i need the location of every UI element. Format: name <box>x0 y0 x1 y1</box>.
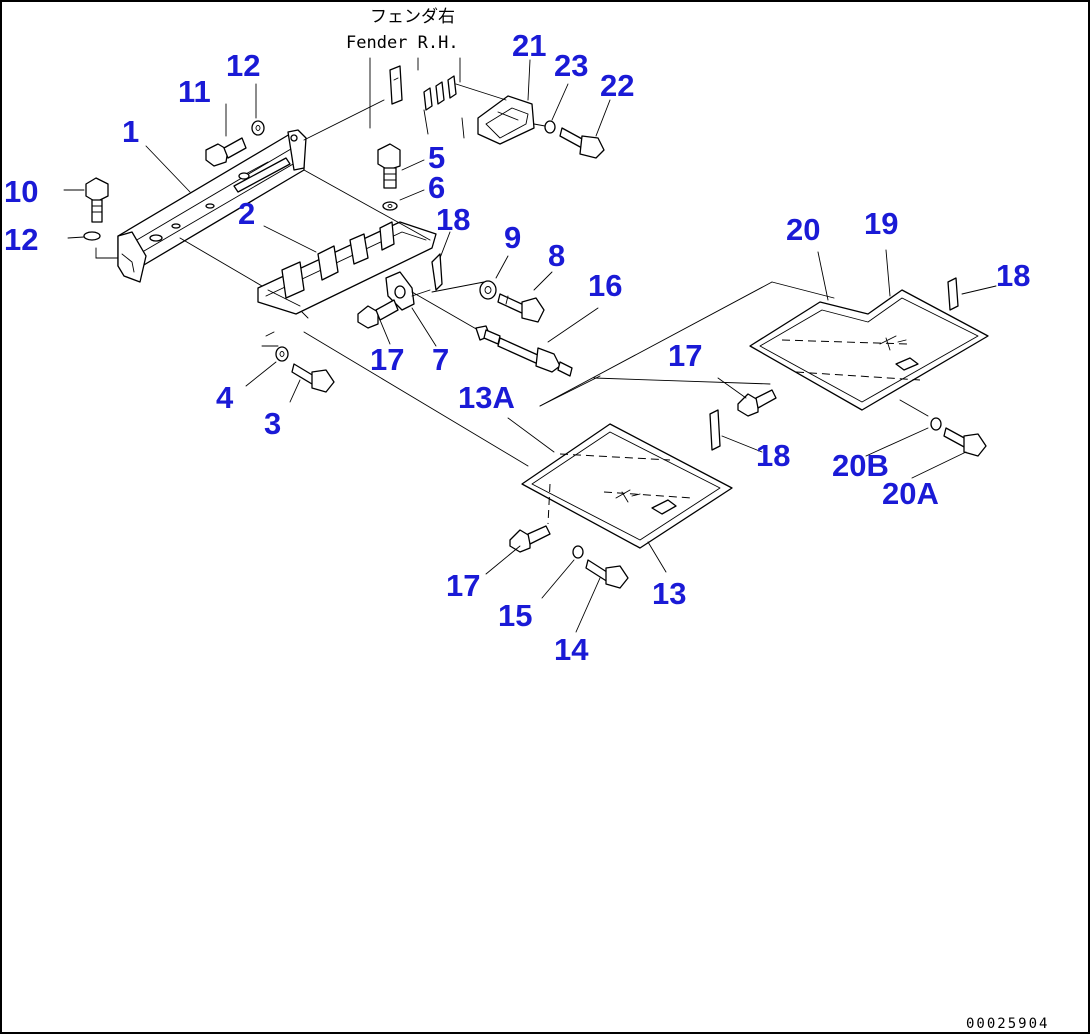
note-japanese: フェンダ右 <box>370 7 455 27</box>
washer-4 <box>261 331 289 362</box>
callout-3: 3 <box>264 406 281 441</box>
callout-6: 6 <box>428 170 445 205</box>
drawing-code: 00025904 <box>966 1016 1049 1032</box>
callout-4: 4 <box>216 380 234 415</box>
callout-2: 2 <box>238 196 255 231</box>
spring-clip-18-top <box>431 253 443 291</box>
callout-9: 9 <box>504 220 521 255</box>
cover-plate-13 <box>303 331 733 549</box>
callout-1: 1 <box>122 114 139 149</box>
bolt-11 <box>205 137 247 167</box>
callout-17-lower: 17 <box>446 568 480 603</box>
callout-21: 21 <box>512 28 546 63</box>
callouts: 1 2 3 4 5 6 7 8 9 10 11 12 12 13 13A 14 … <box>4 28 1030 667</box>
callout-20A: 20A <box>882 476 939 511</box>
washer-9 <box>479 280 497 300</box>
callout-13: 13 <box>652 576 686 611</box>
callout-18-right: 18 <box>996 258 1030 293</box>
bracket-plate-2 <box>179 169 437 319</box>
callout-18-middle: 18 <box>756 438 790 473</box>
leader-lines <box>63 59 997 633</box>
callout-22: 22 <box>600 68 634 103</box>
callout-8: 8 <box>548 238 565 273</box>
cover-plate-19 <box>539 281 989 411</box>
callout-10: 10 <box>4 174 38 209</box>
bolt-3 <box>291 363 335 393</box>
bolt-10 <box>85 177 109 223</box>
callout-12-top: 12 <box>226 48 260 83</box>
bolt-22 <box>559 127 605 159</box>
washer-6 <box>382 201 398 211</box>
note-english: Fender R.H. <box>346 33 459 53</box>
washer-20B <box>899 399 942 431</box>
callout-11: 11 <box>178 74 211 109</box>
callout-16: 16 <box>588 268 622 303</box>
spring-clip-18-middle <box>709 409 721 451</box>
bolt-17-lower <box>509 525 551 553</box>
callout-13A: 13A <box>458 380 515 415</box>
spring-clip-18-right <box>947 277 959 311</box>
callout-20: 20 <box>786 212 820 247</box>
callout-14: 14 <box>554 632 589 667</box>
callout-23: 23 <box>554 48 588 83</box>
callout-17-middle: 17 <box>370 342 404 377</box>
note-leaders <box>369 57 465 139</box>
gas-strut-16 <box>411 281 573 377</box>
bolt-17-left <box>357 299 399 329</box>
callout-5: 5 <box>428 140 445 175</box>
callout-7: 7 <box>432 342 449 377</box>
callout-12-left: 12 <box>4 222 38 257</box>
bolt-17-right <box>737 389 777 417</box>
pin-8 <box>497 293 545 323</box>
callout-17-right: 17 <box>668 338 702 373</box>
washer-15 <box>572 545 584 559</box>
bolt-5 <box>377 143 401 189</box>
washer-23 <box>533 120 556 134</box>
callout-19: 19 <box>864 206 898 241</box>
washer-12-top <box>251 120 265 136</box>
callout-20B: 20B <box>832 448 889 483</box>
callout-15: 15 <box>498 598 532 633</box>
fender-clips <box>389 65 457 111</box>
bolt-20A <box>943 427 987 457</box>
washer-12-left <box>67 231 119 259</box>
frame-member-1 <box>117 99 385 283</box>
bracket-21 <box>455 83 535 145</box>
bolt-14 <box>585 559 629 589</box>
callout-18-top: 18 <box>436 202 470 237</box>
